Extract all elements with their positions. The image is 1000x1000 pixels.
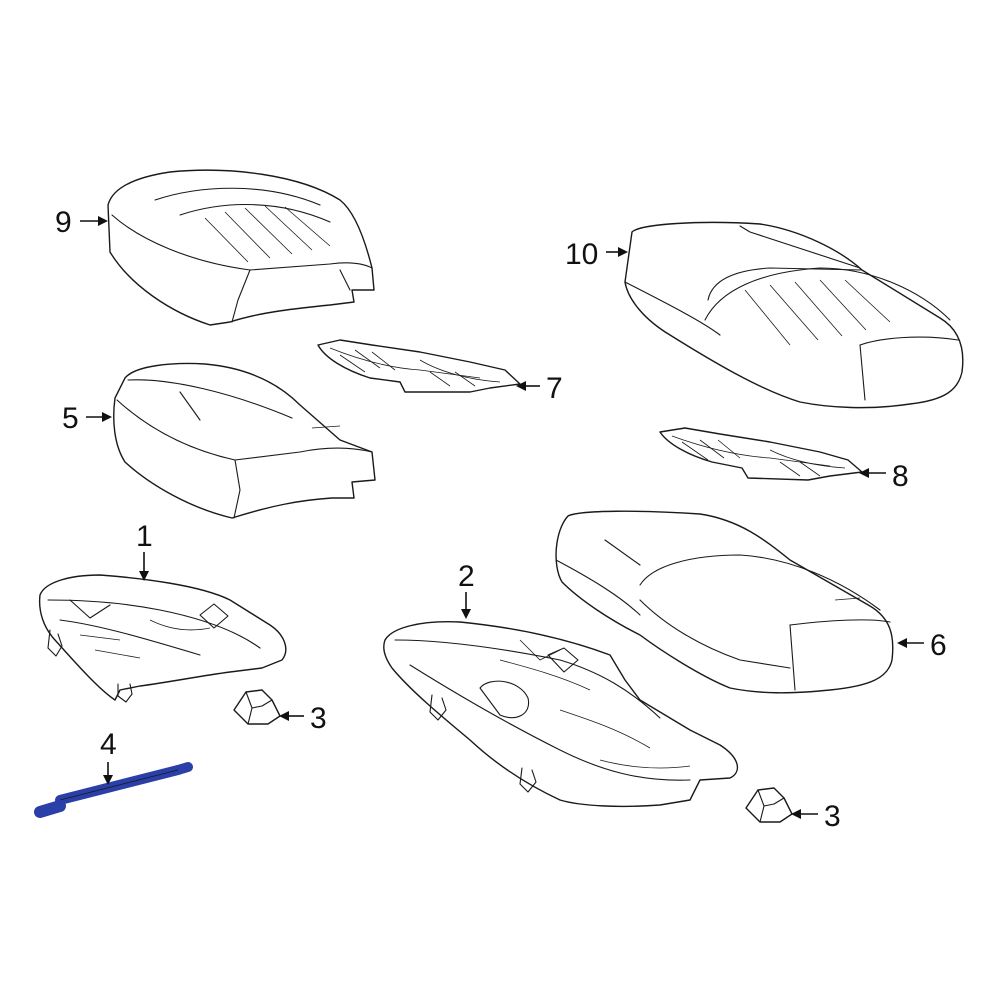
part-7-heater-pad[interactable] (317, 339, 521, 393)
callout-7: 7 (516, 372, 563, 405)
part-6-rear-cushion-pad[interactable] (555, 510, 894, 694)
callout-3-left: 3 (279, 702, 327, 735)
callout-4: 4 (100, 728, 117, 785)
svg-text:3: 3 (310, 702, 327, 735)
part-3-clip-right[interactable] (745, 787, 793, 823)
svg-text:4: 4 (100, 728, 117, 761)
svg-text:10: 10 (565, 238, 598, 271)
part-9-cushion-cover[interactable] (107, 169, 375, 326)
part-1-seat-pan[interactable] (38, 574, 287, 703)
svg-text:5: 5 (62, 402, 79, 435)
callout-2: 2 (458, 560, 475, 619)
svg-text:9: 9 (55, 206, 72, 239)
svg-text:6: 6 (930, 629, 947, 662)
svg-text:2: 2 (458, 560, 475, 593)
callout-5: 5 (62, 402, 112, 435)
callout-10: 10 (565, 238, 628, 271)
part-3-clip-left[interactable] (233, 689, 281, 725)
part-5-cushion-pad[interactable] (113, 362, 376, 519)
svg-text:7: 7 (546, 372, 563, 405)
part-10-rear-cushion-cover[interactable] (624, 221, 964, 409)
callout-9: 9 (55, 206, 108, 239)
part-8-heater-pad[interactable] (659, 427, 863, 481)
svg-text:1: 1 (136, 520, 153, 553)
callout-1: 1 (136, 520, 153, 581)
svg-text:3: 3 (824, 800, 841, 833)
svg-text:8: 8 (892, 460, 909, 493)
callout-3-right: 3 (791, 800, 841, 833)
part-2-rear-seat-pan[interactable] (383, 620, 739, 808)
callout-8: 8 (859, 460, 909, 493)
part-4-gas-strut[interactable] (34, 762, 193, 818)
callout-6: 6 (897, 629, 947, 662)
